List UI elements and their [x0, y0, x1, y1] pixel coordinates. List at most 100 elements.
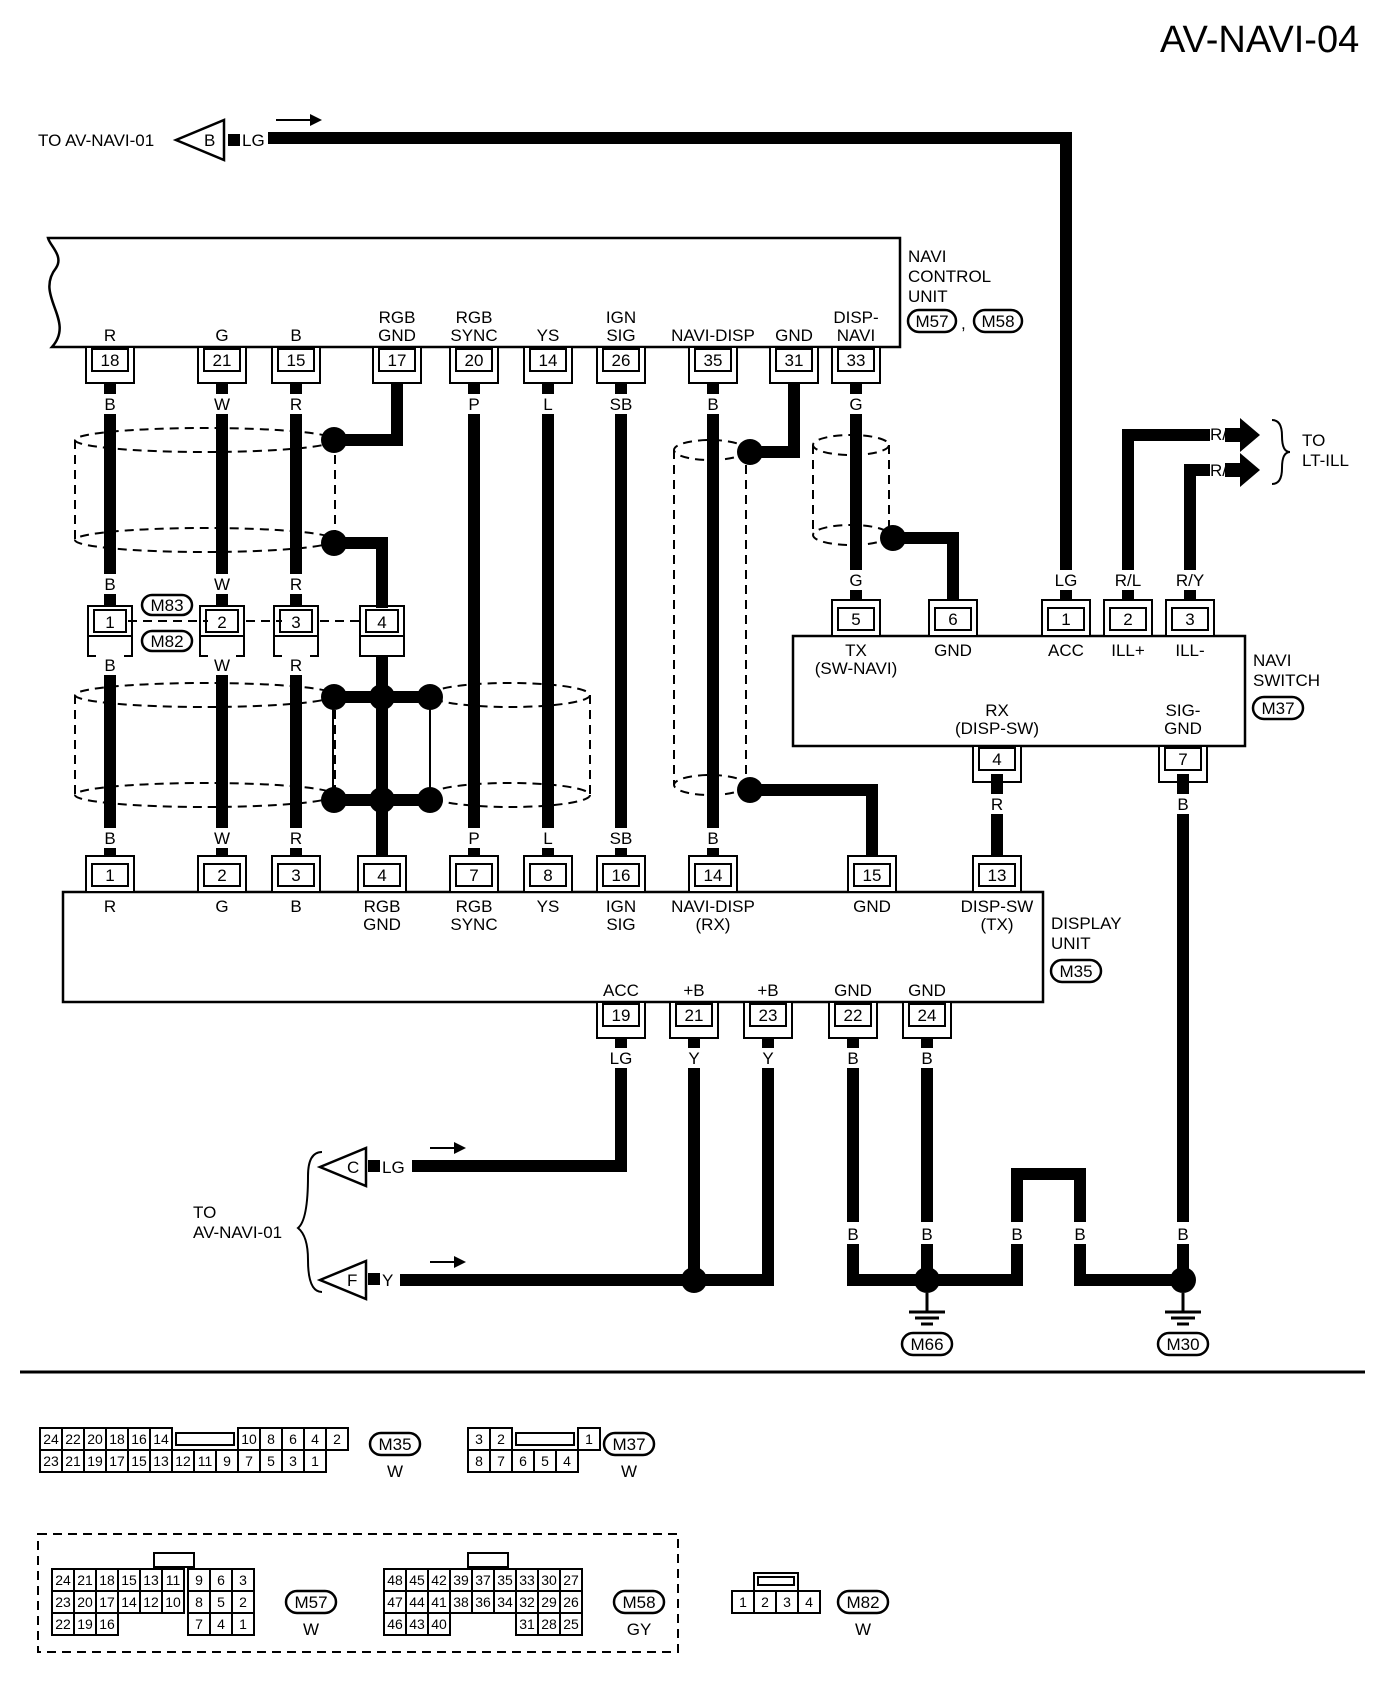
cell-connector_views.m35.row2-6: 12: [175, 1453, 191, 1469]
switch-pin-name-2: ILL+: [1111, 641, 1145, 660]
cell-connector_views.m35.row2-11: 3: [289, 1453, 297, 1469]
joint-pin-number-1: 1: [105, 613, 114, 632]
ncu-pin-21: 21: [197, 346, 247, 384]
bottom-feed-to: TO: [193, 1203, 216, 1222]
display-pin-15: 15: [847, 855, 897, 893]
cell-connector_views.m58.row1-7: 30: [541, 1572, 557, 1588]
switch-bpin-name-4: RX: [985, 701, 1009, 720]
cell-connector_views.m35.row2-5: 13: [153, 1453, 169, 1469]
bottom-feed-f-flag: [316, 1259, 368, 1301]
joint-label-m83: M83: [150, 596, 183, 615]
top-feed-connector: B: [204, 131, 215, 150]
cell-connector_views.m37.row2-0: 8: [475, 1453, 483, 1469]
display-pin-3-number: 3: [291, 866, 300, 885]
cell-connector_views.m35.row1-10: 2: [333, 1431, 341, 1447]
switch-pin-2-number: 2: [1123, 610, 1132, 629]
wire-rgb-gnd-joint: [334, 537, 388, 608]
switch-pin-2: 2: [1103, 599, 1153, 637]
cell-connector_views.m37.row1-2: 1: [585, 1431, 593, 1447]
ncu-pin-31: 31: [769, 346, 819, 384]
navi-control-unit-box: [46, 236, 902, 349]
display-pin-name-14-b: (RX): [696, 915, 731, 934]
display-wire-color-1: B: [104, 829, 115, 848]
display-pin-name-13-b: (TX): [980, 915, 1013, 934]
cell-connector_views.m58.row1-8: 27: [563, 1572, 579, 1588]
display-bpin-name-23: +B: [757, 981, 778, 1000]
ncu-pin-name-26-a: IGN: [606, 308, 636, 327]
splice-ground-m66: [914, 1267, 940, 1293]
display-pin-23: 23: [743, 1001, 793, 1039]
display-pin-name-4: RGB: [364, 897, 401, 916]
ncu-label-line2: CONTROL: [908, 267, 991, 286]
cell-connector_views.m35.row1-1: 22: [65, 1431, 81, 1447]
ncu-pin-name-21: G: [215, 326, 228, 345]
ncu-pin-name-20-b: SYNC: [450, 326, 497, 345]
display-wire-color-8: L: [543, 829, 552, 848]
cell-connector_views.m57.row1-5: 11: [166, 1572, 181, 1588]
ncu-pin-15-number: 15: [287, 351, 306, 370]
display-bwire-color-19: LG: [610, 1049, 633, 1068]
bottom-feed-f-wire: Y: [382, 1271, 393, 1290]
ncu-wire-color-33: G: [849, 395, 862, 414]
display-pin-16: 16: [596, 855, 646, 893]
display-pin-name-2: G: [215, 897, 228, 916]
cell-connector_views.m57.row2-8: 2: [239, 1594, 247, 1610]
switch-wire-color-3: R/Y: [1176, 571, 1204, 590]
wire-rgb-gnd-ncu: [334, 384, 403, 446]
navi-switch-connector-badge: [1251, 695, 1305, 721]
display-bpin-name-19: ACC: [603, 981, 639, 1000]
ncu-connector-badge-m58: [972, 308, 1024, 334]
cell-connector_views.m35.row2-12: 1: [311, 1453, 319, 1469]
cell-connector_views.m37.row1-1: 2: [497, 1431, 505, 1447]
switch-pin-4: 4: [972, 745, 1022, 783]
top-feed: TO AV-NAVI-01 B LG: [38, 114, 322, 162]
display-pin-name-8: YS: [537, 897, 560, 916]
joint-badge-m82: [140, 629, 194, 653]
cell-connector_views.m35.row2-0: 23: [43, 1453, 59, 1469]
display-pin-name-3: B: [290, 897, 301, 916]
cell-connector_views.m35.row2-7: 11: [198, 1453, 213, 1469]
ncu-pin-name-17-b: GND: [378, 326, 416, 345]
navi-switch-label-line2: SWITCH: [1253, 671, 1320, 690]
badge-connector_views.m35: M35: [378, 1435, 411, 1454]
cell-connector_views.m58.row2-7: 29: [541, 1594, 557, 1610]
ncu-pin-15: 15: [271, 346, 321, 384]
shield-sync-lower-top: [429, 682, 591, 708]
display-pin-1: 1: [85, 855, 135, 893]
splice-rgb-gnd-1: [321, 427, 347, 453]
cell-connector_views.m35.row1-7: 8: [267, 1431, 275, 1447]
cell-connector_views.m57.row3-4: 4: [217, 1616, 225, 1632]
ncu-pin-20-number: 20: [465, 351, 484, 370]
cell-connector_views.m57.row1-1: 21: [77, 1572, 93, 1588]
ncu-pin-20: 20: [449, 346, 499, 384]
cell-connector_views.m58.row1-3: 39: [453, 1572, 469, 1588]
display-pin-21-number: 21: [685, 1006, 704, 1025]
switch-pin-1-number: 1: [1061, 610, 1070, 629]
cell-connector_views.m58.row1-1: 45: [409, 1572, 425, 1588]
bottom-feed-f-connector: F: [347, 1271, 357, 1290]
switch-pin-6-number: 6: [948, 610, 957, 629]
top-feed-connector-flag: [172, 118, 226, 162]
ncu-wire-color-14: L: [543, 395, 552, 414]
cell-connector_views.m35.row2-4: 15: [131, 1453, 147, 1469]
ncu-wire-color-18: B: [104, 395, 115, 414]
cell-connector_views.m58.row1-2: 42: [431, 1572, 447, 1588]
cell-connector_views.m58.row2-3: 38: [453, 1594, 469, 1610]
joint-lower-color-1: W: [214, 656, 230, 675]
switch-pin-3: 3: [1165, 599, 1215, 637]
badge-connector_views.m58: M58: [622, 1593, 655, 1612]
cell-connector_views.m58.row2-0: 47: [387, 1594, 403, 1610]
ground-label-m66: M66: [910, 1335, 943, 1354]
display-pin-7: 7: [449, 855, 499, 893]
svg-text:B: B: [1177, 1225, 1188, 1244]
ncu-wire-color-15: R: [290, 395, 302, 414]
ground-label-m30: M30: [1166, 1335, 1199, 1354]
shield-navi-disp-sides: [673, 450, 747, 785]
switch-pin-5: 5: [831, 599, 881, 637]
cell-connector_views.m35.row2-9: 7: [245, 1453, 253, 1469]
